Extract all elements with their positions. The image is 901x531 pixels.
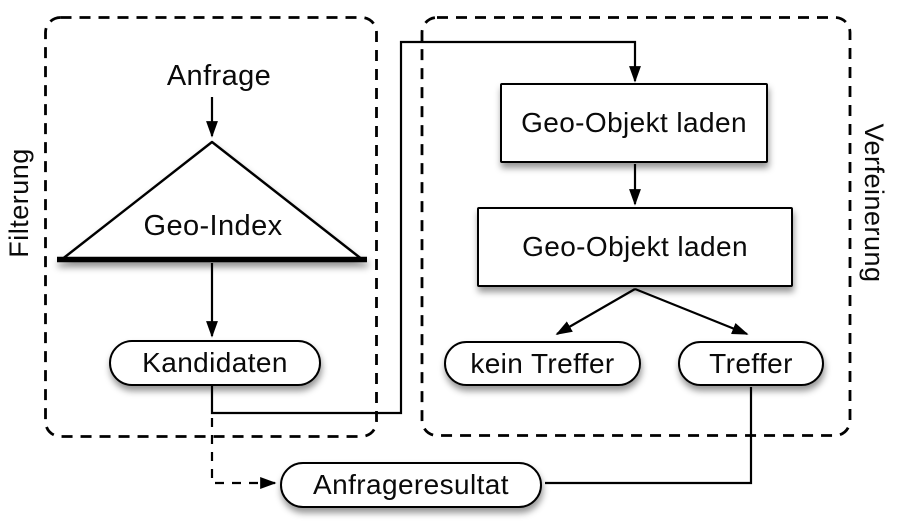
filterung-region-label: Filterung (3, 148, 34, 258)
edge-kandidaten-to-geoobjekt1 (210, 40, 641, 415)
verfeinerung-region-label: Verfeinerung (859, 123, 890, 283)
node-kein-treffer: kein Treffer (444, 341, 641, 386)
node-geo-objekt-laden-2: Geo-Objekt laden (477, 207, 793, 287)
node-geo-objekt-laden-1: Geo-Objekt laden (500, 83, 768, 163)
edge-geoobjekt2-to-treffer (634, 287, 749, 336)
node-anfrage: Anfrage (166, 59, 272, 92)
geo-index-triangle (57, 140, 367, 263)
node-anfrageresultat: Anfrageresultat (280, 462, 542, 508)
node-geo-index-label: Geo-Index (143, 209, 283, 242)
verfeinerung-region-box (420, 16, 852, 437)
edge-geoobjekt2-to-keintreffer (555, 288, 636, 335)
edge-treffer-to-anfrageresultat (545, 387, 753, 485)
node-treffer: Treffer (678, 341, 824, 386)
edge-kandidaten-to-anfrageresultat-dashed (210, 418, 277, 489)
filterung-region-box (44, 16, 378, 438)
node-kandidaten: Kandidaten (109, 340, 321, 386)
